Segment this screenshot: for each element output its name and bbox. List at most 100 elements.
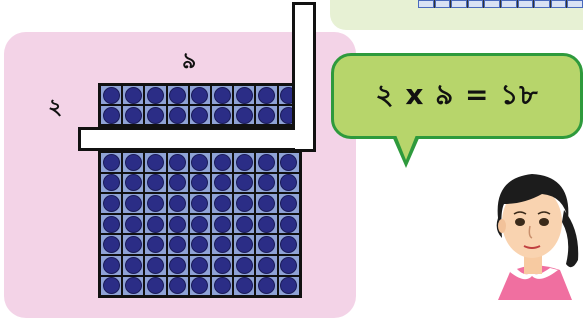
counter-dot [147, 277, 164, 294]
counter-dot [125, 87, 142, 104]
counter-dot [214, 107, 231, 124]
counter-dot [125, 236, 142, 253]
grid-cell [255, 152, 277, 173]
counter-dot [236, 195, 253, 212]
counter-dot [103, 277, 120, 294]
counter-dot [103, 87, 120, 104]
grid-cell [211, 276, 233, 297]
counter-dot [103, 174, 120, 191]
counter-dot [236, 257, 253, 274]
grid-cell [255, 105, 277, 125]
grid-cell [167, 214, 189, 235]
counter-dot [191, 87, 208, 104]
grid-cell [144, 276, 166, 297]
counter-dot [169, 154, 186, 171]
grid-cell [122, 105, 144, 125]
counter-dot [280, 174, 297, 191]
counter-dot [258, 87, 275, 104]
grid-cell [255, 173, 277, 194]
grid-cell [144, 173, 166, 194]
counter-dot [236, 174, 253, 191]
counter-dot [191, 154, 208, 171]
columns-count-label: ৯ [182, 44, 196, 81]
grid-cell [144, 234, 166, 255]
counter-dot [214, 195, 231, 212]
grid-cell [278, 214, 300, 235]
counter-dot [169, 277, 186, 294]
grid-cell [278, 152, 300, 173]
grid-cell [100, 173, 122, 194]
counter-dot [103, 154, 120, 171]
counter-dot [191, 174, 208, 191]
grid-cell [189, 85, 211, 105]
grid-cell [167, 173, 189, 194]
top-decorative-grid [418, 0, 583, 8]
counter-dot [125, 216, 142, 233]
counter-dot [169, 216, 186, 233]
counter-dot [169, 87, 186, 104]
counter-dot [147, 154, 164, 171]
grid-cell [255, 276, 277, 297]
grid-cell [189, 193, 211, 214]
speech-bubble-tail-fill [396, 135, 416, 160]
grid-cell [255, 85, 277, 105]
grid-cell [278, 255, 300, 276]
counter-dot [236, 277, 253, 294]
counter-dot [125, 277, 142, 294]
grid-cell [122, 234, 144, 255]
grid-cell [189, 276, 211, 297]
grid-cell [278, 276, 300, 297]
counter-dot [280, 277, 297, 294]
counter-dot [236, 87, 253, 104]
counter-dot [191, 216, 208, 233]
counter-dot [258, 236, 275, 253]
grid-cell [122, 255, 144, 276]
grid-cell [144, 105, 166, 125]
multiplication-equation: ২ x ৯ = ১৮ [375, 73, 538, 120]
counter-dot [280, 154, 297, 171]
counter-dot [214, 87, 231, 104]
grid-cell [144, 152, 166, 173]
grid-cell [100, 105, 122, 125]
counter-dot [214, 257, 231, 274]
grid-cell [278, 234, 300, 255]
counter-dot [147, 87, 164, 104]
grid-cell [100, 214, 122, 235]
grid-cell [122, 85, 144, 105]
counter-dot [258, 257, 275, 274]
counter-dot [258, 154, 275, 171]
grid-cell [100, 85, 122, 105]
counter-dot [280, 257, 297, 274]
grid-cell [189, 214, 211, 235]
counter-dot [214, 174, 231, 191]
grid-cell [167, 234, 189, 255]
grid-cell [233, 234, 255, 255]
grid-cell [211, 255, 233, 276]
counter-dot [214, 216, 231, 233]
counter-dot [236, 107, 253, 124]
counter-dot [169, 236, 186, 253]
grid-cell [255, 255, 277, 276]
grid-cell [211, 234, 233, 255]
grid-cell [167, 193, 189, 214]
counter-dot [280, 216, 297, 233]
counter-dot [147, 216, 164, 233]
counter-dot [280, 195, 297, 212]
counter-dot [280, 236, 297, 253]
grid-cell [211, 214, 233, 235]
grid-cell [255, 234, 277, 255]
grid-cell [255, 214, 277, 235]
two-row-dot-grid [98, 83, 302, 127]
counter-dot [169, 257, 186, 274]
grid-cell [211, 105, 233, 125]
counter-dot [236, 236, 253, 253]
grid-cell [122, 214, 144, 235]
rows-count-label: ২ [48, 90, 62, 127]
grid-cell [211, 85, 233, 105]
grid-cell [122, 276, 144, 297]
counter-dot [103, 236, 120, 253]
grid-cell [255, 193, 277, 214]
grid-cell [233, 255, 255, 276]
counter-dot [258, 174, 275, 191]
counter-dot [169, 174, 186, 191]
